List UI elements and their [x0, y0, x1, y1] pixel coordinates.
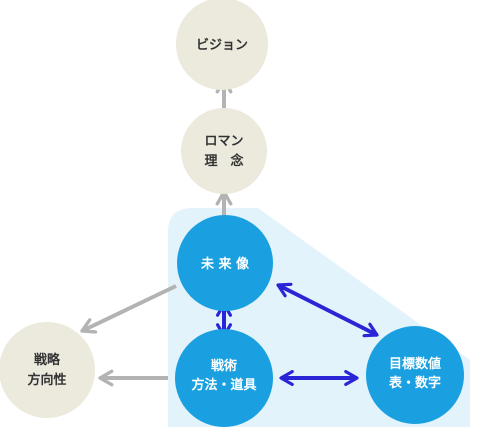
node-roman: ロマン 理 念: [181, 108, 267, 194]
node-tactics-label-2: 方法・道具: [191, 377, 256, 393]
node-targets-label-1: 目標数値: [389, 356, 441, 372]
node-roman-label-2: 理 念: [204, 153, 243, 169]
arrow-future-targets: [276, 282, 379, 338]
node-tactics-label-1: 戦術: [211, 358, 237, 374]
arrow-future-to-strategy: [80, 284, 177, 334]
node-vision: ビジョン: [176, 0, 268, 90]
node-vision-label: ビジョン: [196, 37, 248, 53]
node-tactics: 戦術 方法・道具: [175, 329, 273, 427]
node-future: 未 来 像: [177, 215, 273, 311]
node-strategy-label-1: 戦略: [34, 352, 61, 368]
node-targets: 目標数値 表・数字: [366, 326, 464, 424]
node-roman-label-1: ロマン: [204, 134, 243, 149]
node-targets-label-2: 表・数字: [388, 375, 441, 391]
node-future-label: 未 来 像: [200, 256, 250, 272]
node-strategy-label-2: 方向性: [27, 372, 66, 388]
node-strategy: 戦略 方向性: [0, 322, 95, 418]
